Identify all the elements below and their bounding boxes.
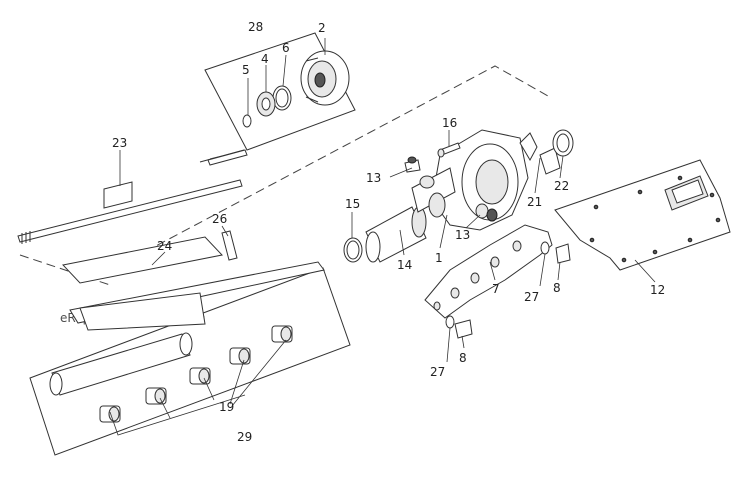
callout-21: 21	[527, 195, 542, 209]
kit-29-frame	[29, 267, 351, 456]
part-6-ring[interactable]	[272, 85, 292, 111]
callout-8-lower: 8	[459, 351, 467, 365]
part-16-screw[interactable]	[437, 142, 461, 158]
part-7-bracket[interactable]	[424, 224, 553, 319]
assembly-axis-line	[119, 65, 549, 266]
callout-27-upper: 27	[524, 290, 539, 304]
assembly-axis-line-left	[19, 254, 111, 286]
part-22-washer[interactable]	[552, 129, 574, 157]
part-15-o-ring[interactable]	[343, 237, 363, 263]
callout-27-lower: 27	[430, 365, 445, 379]
kit-29-tube-lower[interactable]	[49, 332, 193, 396]
callout-22: 22	[554, 179, 569, 193]
part-21-clamp[interactable]	[519, 132, 561, 175]
part-4-bearing[interactable]	[256, 91, 276, 117]
part-5-clip[interactable]	[242, 114, 252, 128]
callout-13-upper: 13	[366, 171, 381, 185]
kit-28-frame	[204, 32, 356, 151]
part-13-bolt[interactable]	[475, 203, 498, 222]
callout-28: 28	[248, 20, 263, 34]
callout-23: 23	[112, 136, 127, 150]
part-27-washer-lower[interactable]	[445, 315, 455, 329]
part-19-bushings[interactable]	[99, 325, 293, 423]
callout-13-lower: 13	[455, 228, 470, 242]
callout-2: 2	[318, 21, 326, 35]
part-1-gear-housing[interactable]	[411, 129, 529, 231]
part-12-shield[interactable]	[554, 159, 731, 271]
part-8-bolt-upper[interactable]	[555, 243, 571, 264]
part-2-clutch-drum[interactable]	[300, 50, 350, 106]
part-27-washer-upper[interactable]	[540, 241, 550, 255]
part-14-sleeve[interactable]	[365, 206, 427, 263]
callout-labels: 28 2 6 4 5 23 26 24 16 13 13 15 14 1 7 2…	[112, 20, 665, 444]
callout-14: 14	[397, 258, 412, 272]
callout-1: 1	[435, 251, 443, 265]
callout-16: 16	[442, 116, 457, 130]
leader-lines	[109, 38, 656, 436]
callout-15: 15	[345, 197, 360, 211]
callout-29: 29	[237, 430, 252, 444]
callout-4: 4	[261, 52, 269, 66]
callout-12: 12	[650, 283, 665, 297]
part-26-key[interactable]	[221, 230, 238, 261]
callout-19: 19	[219, 400, 234, 414]
callout-7: 7	[492, 282, 500, 296]
callout-24: 24	[157, 239, 172, 253]
kit-29-tube-upper[interactable]	[69, 261, 325, 331]
part-24-wrap[interactable]	[62, 236, 223, 284]
part-8-bolt-lower[interactable]	[454, 319, 473, 339]
callout-8-upper: 8	[553, 281, 561, 295]
callout-26: 26	[212, 212, 227, 226]
part-23-drive-shaft[interactable]	[17, 149, 248, 244]
callout-5: 5	[242, 63, 250, 77]
callout-6: 6	[282, 41, 290, 55]
